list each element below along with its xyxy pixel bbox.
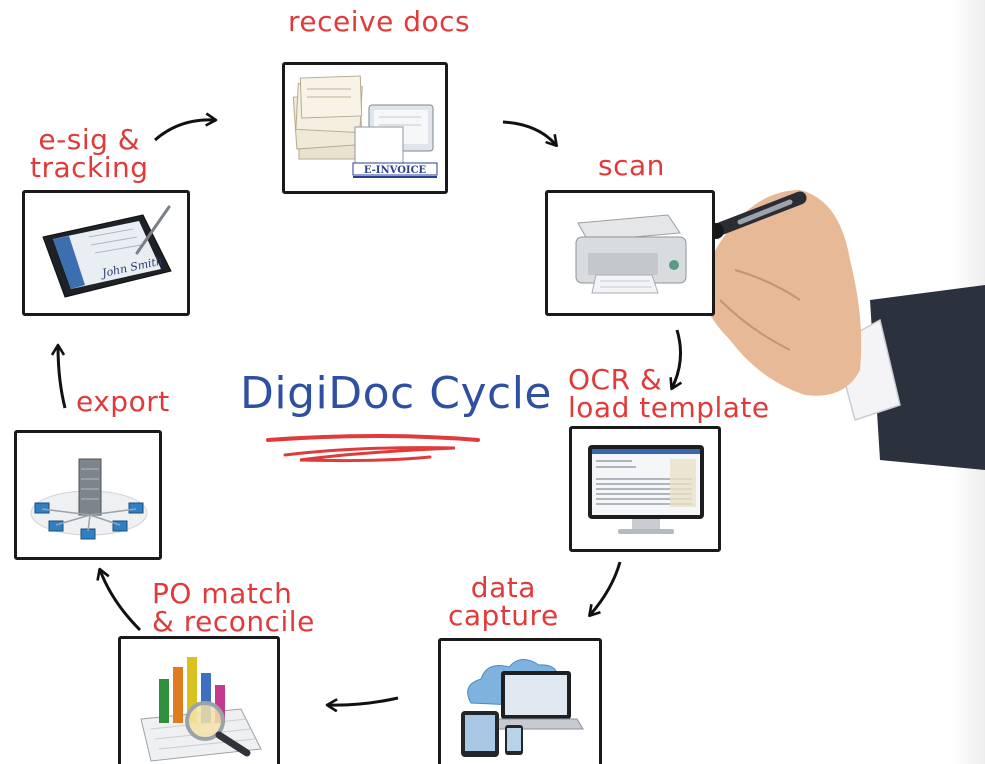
arrow-capture-to-po	[328, 696, 399, 705]
ocr-template-card	[569, 426, 721, 552]
tablet-signature-icon: John Smith	[42, 205, 172, 298]
arrow-receive-to-scan	[502, 120, 556, 145]
po-match-card	[118, 636, 280, 764]
label-po-match-reconcile: PO match & reconcile	[152, 577, 315, 638]
monitor-template-icon	[588, 445, 704, 534]
label-scan: scan	[598, 149, 665, 182]
label-receive-docs: receive docs	[288, 5, 471, 38]
receive-docs-card: E-INVOICE	[282, 62, 448, 194]
arrow-export-to-esig	[58, 346, 67, 409]
esig-tracking-card: John Smith	[22, 190, 190, 316]
export-card	[14, 430, 162, 560]
hand-illustration	[700, 190, 985, 470]
diagram-title: DigiDoc Cycle	[240, 368, 552, 419]
label-esig-tracking: e-sig & tracking	[30, 123, 149, 184]
label-data-capture: data capture	[448, 571, 559, 632]
arrow-ocr-to-capture	[590, 561, 622, 615]
label-export: export	[76, 385, 170, 418]
server-network-icon	[30, 458, 148, 540]
arrow-scan-to-ocr	[672, 329, 681, 388]
scan-card	[545, 190, 715, 316]
label-ocr-load-template: OCR & load template	[568, 363, 770, 424]
arrow-po-to-export	[100, 570, 142, 632]
title-underline	[266, 434, 480, 463]
arrow-esig-to-receive	[154, 120, 215, 142]
scanner-icon	[575, 214, 687, 294]
invoice-stack-icon: E-INVOICE	[292, 75, 438, 178]
cloud-devices-icon	[461, 659, 584, 757]
svg-text:E-INVOICE: E-INVOICE	[364, 165, 427, 176]
data-capture-card	[438, 638, 602, 764]
chart-magnifier-icon	[140, 657, 262, 762]
